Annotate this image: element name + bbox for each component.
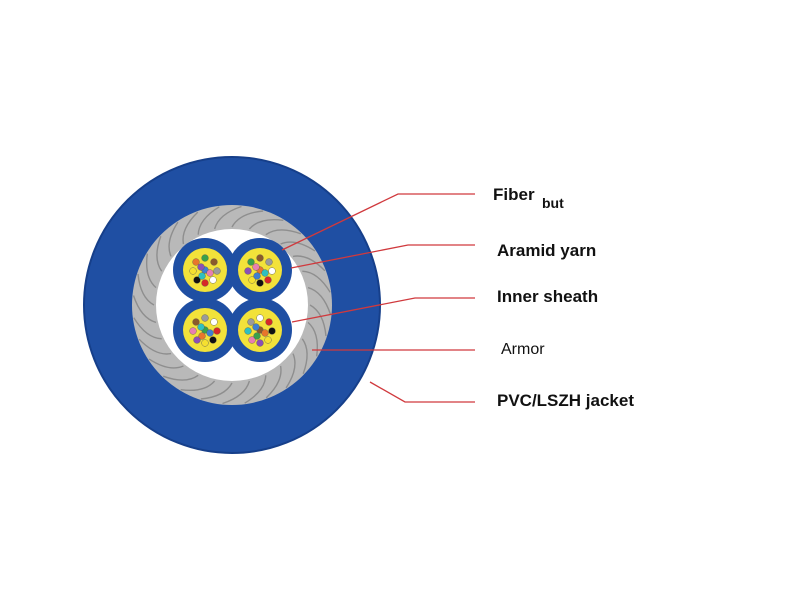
armor-stripe xyxy=(200,382,233,400)
armor-stripe xyxy=(265,229,302,236)
loose-tube xyxy=(173,298,237,362)
loose-tube xyxy=(228,298,292,362)
fiber-strand xyxy=(261,329,269,337)
armor-stripe xyxy=(248,218,284,230)
fiber-strand xyxy=(193,276,201,284)
fiber-strand xyxy=(201,314,209,322)
fiber-strand xyxy=(197,323,205,331)
fiber-strand xyxy=(256,339,264,347)
fiber-strand xyxy=(261,269,269,277)
armor-stripe xyxy=(133,317,162,340)
fiber-strand xyxy=(256,279,264,287)
fiber-strand xyxy=(256,254,264,262)
fiber-strand xyxy=(268,267,276,275)
armor-stripe xyxy=(307,321,319,357)
fiber-strand xyxy=(206,269,214,277)
armor-stripe xyxy=(307,286,332,315)
fiber-strand xyxy=(252,323,260,331)
fiber-strand xyxy=(201,339,209,347)
fiber-strand xyxy=(197,263,205,271)
armor-stripe xyxy=(145,253,157,289)
fiber-strand xyxy=(210,318,218,326)
label-aramid-yarn: Aramid yarn xyxy=(497,241,596,260)
loose-tube xyxy=(228,238,292,302)
fiber-strand xyxy=(244,327,252,335)
fiber-strand xyxy=(192,258,200,266)
label-armor: Armor xyxy=(501,341,545,358)
fiber-strand xyxy=(192,318,200,326)
armor-stripe xyxy=(168,221,179,257)
armor-stripe xyxy=(156,235,163,272)
fiber-strand xyxy=(213,327,221,335)
leader-line-jacket xyxy=(369,381,475,403)
fiber-strand xyxy=(253,272,261,280)
fiber-strand xyxy=(209,276,217,284)
armor-stripe xyxy=(137,273,155,306)
fiber-strand xyxy=(248,276,256,284)
fiber-strand xyxy=(253,332,261,340)
armor-stripe xyxy=(148,358,184,369)
armor-stripe xyxy=(132,295,157,324)
loose-tubes xyxy=(173,238,292,362)
fiber-strand xyxy=(198,272,206,280)
armor-stripe xyxy=(244,375,267,404)
fiber-strand xyxy=(265,318,273,326)
fiber-strand xyxy=(201,279,209,287)
fiber-strand xyxy=(247,258,255,266)
loose-tube xyxy=(173,238,237,302)
label-inner-sheath: Inner sheath xyxy=(497,287,598,306)
leader-line-fiber xyxy=(281,193,475,251)
armor-stripe xyxy=(301,338,308,375)
fiber-strand xyxy=(252,263,260,271)
leader-lines xyxy=(281,193,475,403)
fiber-strand xyxy=(256,314,264,322)
fiber-strand xyxy=(265,258,273,266)
fiber-strand xyxy=(244,267,252,275)
fiber-strand xyxy=(201,254,209,262)
armor-stripe xyxy=(197,206,220,235)
fiber-strand xyxy=(210,258,218,266)
fiber-strand xyxy=(198,332,206,340)
fiber-strand xyxy=(264,276,272,284)
leader-line-aramid-yarn xyxy=(290,244,475,269)
fiber-strand xyxy=(193,336,201,344)
label-jacket: PVC/LSZH jacket xyxy=(497,391,634,410)
armor-stripe xyxy=(222,380,251,405)
armor-stripe xyxy=(285,353,296,389)
armor-stripe xyxy=(162,374,199,381)
armor-stripe xyxy=(180,380,216,392)
fiber-strand xyxy=(189,267,197,275)
fiber-strand xyxy=(264,336,272,344)
armor-stripe xyxy=(138,338,172,355)
fiber-strand xyxy=(213,267,221,275)
fiber-strand xyxy=(209,336,217,344)
fiber-strand xyxy=(189,327,197,335)
armor-stripe xyxy=(213,205,242,230)
label-fiber: Fiber xyxy=(493,185,535,204)
armor-stripe xyxy=(302,270,331,293)
leader-line-inner-sheath xyxy=(291,297,475,323)
armor-stripe xyxy=(265,365,282,399)
armor-stripe xyxy=(231,210,264,228)
fiber-strand xyxy=(268,327,276,335)
fiber-strand xyxy=(206,329,214,337)
fiber-strand xyxy=(248,336,256,344)
fiber-strand xyxy=(247,318,255,326)
armor-stripe xyxy=(292,255,326,272)
armor-stripe xyxy=(182,211,199,245)
label-fiber-fragment: but xyxy=(542,195,564,211)
